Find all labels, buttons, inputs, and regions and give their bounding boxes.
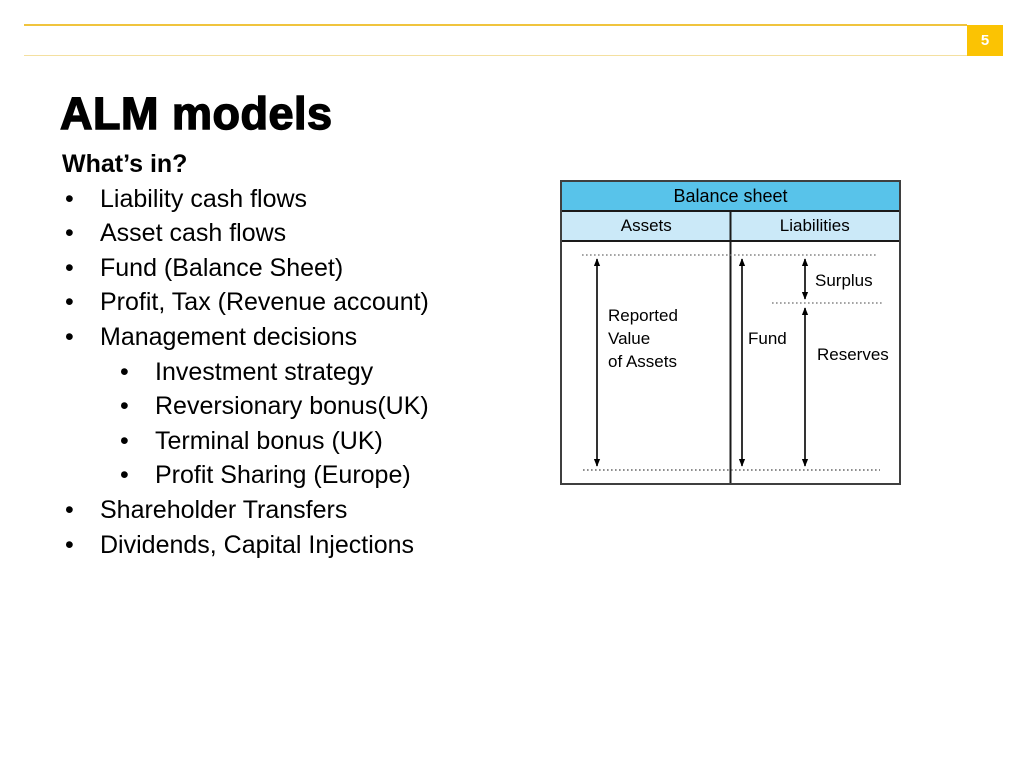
top-rule bbox=[24, 24, 967, 26]
list-subitem: • Investment strategy bbox=[62, 355, 532, 390]
list-item-text: Terminal bonus (UK) bbox=[155, 426, 383, 455]
list-item-text: Profit, Tax (Revenue account) bbox=[100, 288, 429, 317]
bullet-icon: • bbox=[65, 253, 74, 282]
list-item-text: Profit Sharing (Europe) bbox=[155, 461, 411, 490]
page-number: 5 bbox=[980, 32, 990, 49]
bullet-icon: • bbox=[65, 288, 74, 317]
column-header-assets: Assets bbox=[620, 216, 672, 235]
bullet-icon: • bbox=[120, 357, 129, 386]
surplus-label: Surplus bbox=[815, 271, 873, 290]
list-heading: What’s in? bbox=[62, 147, 532, 182]
list-subitem: • Profit Sharing (Europe) bbox=[62, 458, 532, 493]
list-item: • Liability cash flows bbox=[62, 182, 532, 217]
fund-label: Fund bbox=[748, 329, 787, 348]
list-item-text: Asset cash flows bbox=[100, 219, 287, 248]
list-item-text: Reversionary bonus(UK) bbox=[155, 392, 429, 421]
reserves-label: Reserves bbox=[817, 345, 889, 364]
reported-line-1: Reported bbox=[608, 306, 678, 325]
column-header-liabilities: Liabilities bbox=[779, 216, 850, 235]
bullet-icon: • bbox=[120, 461, 129, 490]
list-item: • Shareholder Transfers bbox=[62, 493, 532, 528]
reported-value-label: Reported Value of Assets bbox=[608, 304, 678, 373]
diagram-title-row: Balance sheet bbox=[562, 182, 899, 212]
list-item-text: Investment strategy bbox=[155, 357, 374, 386]
bullet-icon: • bbox=[120, 426, 129, 455]
diagram-title: Balance sheet bbox=[673, 185, 788, 206]
list-item: • Profit, Tax (Revenue account) bbox=[62, 285, 532, 320]
list-item-text: Liability cash flows bbox=[100, 184, 308, 213]
bullet-list: What’s in? • Liability cash flows • Asset … bbox=[62, 147, 532, 562]
list-item-text: Shareholder Transfers bbox=[100, 495, 348, 524]
bullet-icon: • bbox=[65, 219, 74, 248]
list-subitem: • Terminal bonus (UK) bbox=[62, 424, 532, 459]
balance-sheet-diagram: Balance sheet Assets Liabilities bbox=[560, 180, 901, 485]
bullet-icon: • bbox=[65, 184, 74, 213]
list-item-text: Dividends, Capital Injections bbox=[100, 530, 415, 559]
list-subitem: • Reversionary bonus(UK) bbox=[62, 389, 532, 424]
bullet-icon: • bbox=[120, 392, 129, 421]
list-item: • Asset cash flows bbox=[62, 216, 532, 251]
bullet-icon: • bbox=[65, 495, 74, 524]
list-item: • Dividends, Capital Injections bbox=[62, 528, 532, 563]
diagram-arrows bbox=[582, 212, 883, 483]
reported-line-2: Value bbox=[608, 329, 651, 348]
list-item: • Management decisions bbox=[62, 320, 532, 355]
list-item-text: Management decisions bbox=[100, 322, 358, 351]
list-heading-text: What’s in? bbox=[62, 150, 188, 178]
list-item: • Fund (Balance Sheet) bbox=[62, 251, 532, 286]
slide-title: ALM models bbox=[59, 87, 333, 139]
bullet-icon: • bbox=[65, 322, 74, 351]
secondary-rule bbox=[24, 55, 1003, 56]
bullet-icon: • bbox=[65, 530, 74, 559]
page-number-badge: 5 bbox=[967, 25, 1003, 56]
list-item-text: Fund (Balance Sheet) bbox=[100, 253, 344, 282]
reported-line-3: of Assets bbox=[608, 352, 677, 371]
